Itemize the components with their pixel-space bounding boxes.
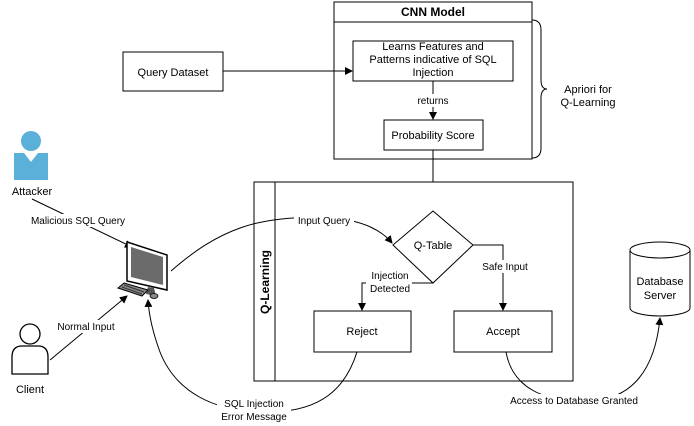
attacker-icon bbox=[14, 131, 48, 180]
input-query-label-bg bbox=[294, 214, 354, 227]
input-query-label: Input Query bbox=[298, 216, 350, 227]
injection-line-2: Detected bbox=[370, 284, 410, 295]
sqli-error-line-1: SQL Injection bbox=[224, 399, 284, 410]
learns-features-box: Learns Features and Patterns indicative … bbox=[352, 40, 514, 82]
returns-label: returns bbox=[417, 96, 448, 107]
safe-input-label-bg bbox=[478, 260, 532, 273]
learns-line-3: Injection bbox=[413, 67, 454, 79]
apriori-line-1: Apriori for bbox=[564, 84, 612, 96]
reject-label: Reject bbox=[346, 326, 377, 338]
returns-label-bg bbox=[414, 94, 452, 107]
database-line-2: Server bbox=[644, 290, 677, 302]
malicious-label-bg bbox=[24, 214, 134, 227]
query-dataset-box: Query Dataset bbox=[122, 51, 224, 92]
database-cylinder: Database Server bbox=[629, 241, 691, 317]
learns-line-2: Patterns indicative of SQL bbox=[369, 54, 496, 66]
access-granted-label: Access to Database Granted bbox=[510, 396, 638, 407]
apriori-brace bbox=[531, 19, 548, 159]
sqli-error-arrow bbox=[144, 299, 358, 413]
attacker-label: Attacker bbox=[12, 186, 53, 198]
malicious-query-label: Malicious SQL Query bbox=[31, 216, 125, 227]
query-dataset-label: Query Dataset bbox=[138, 67, 209, 79]
access-granted-label-bg bbox=[503, 394, 646, 407]
injection-line-1: Injection bbox=[371, 271, 408, 282]
client-icon bbox=[11, 323, 49, 375]
probability-score-label: Probability Score bbox=[391, 130, 474, 142]
accept-label: Accept bbox=[486, 326, 520, 338]
sqli-error-line-2: Error Message bbox=[221, 412, 287, 423]
client-label: Client bbox=[16, 384, 44, 396]
q-learning-title: Q-Learning bbox=[258, 250, 272, 314]
learns-line-1: Learns Features and bbox=[382, 41, 484, 53]
normal-input-label: Normal Input bbox=[57, 322, 114, 333]
probability-score-box: Probability Score bbox=[383, 119, 484, 151]
reject-box: Reject bbox=[313, 310, 412, 353]
safe-input-label: Safe Input bbox=[482, 262, 528, 273]
q-table-label: Q-Table bbox=[414, 240, 453, 252]
qtable-to-accept-arrow bbox=[473, 244, 507, 311]
sqli-error-label-bg bbox=[217, 397, 291, 424]
cnn-model-title: CNN Model bbox=[401, 5, 465, 19]
database-line-1: Database bbox=[636, 276, 683, 288]
apriori-line-2: Q-Learning bbox=[560, 97, 615, 109]
injection-label-bg bbox=[366, 269, 412, 296]
accept-box: Accept bbox=[453, 310, 553, 353]
computer-icon bbox=[116, 240, 168, 299]
normal-input-label-bg bbox=[54, 320, 120, 333]
